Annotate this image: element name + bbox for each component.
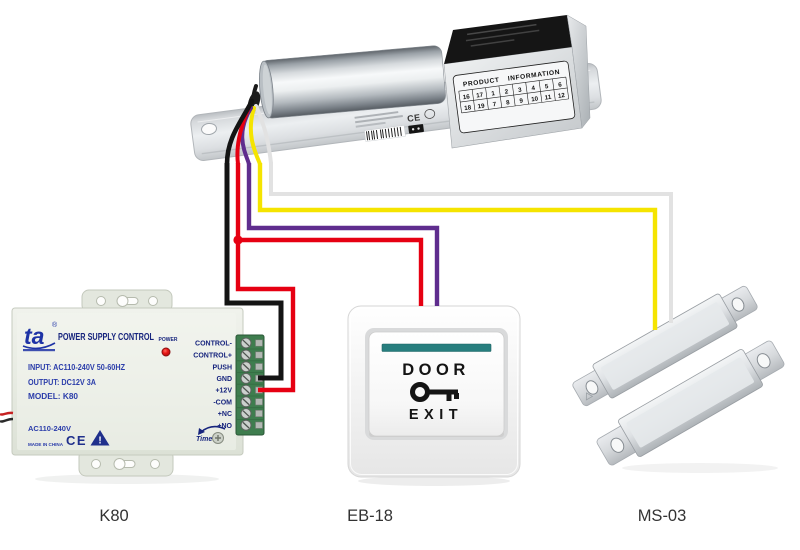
bolt-lock: PRODUCT INFORMATION 16 17 1 2 3 4 5 6 18… (190, 14, 602, 161)
cell-r2c4: 8 (506, 99, 511, 106)
terminal-labels: CONTROL- CONTROL+ PUSH GND +12V -COM +NC… (193, 341, 232, 430)
exit-button-plate-highlight (350, 308, 518, 475)
cell-r1c2: 17 (476, 92, 484, 100)
caption-k80: K80 (99, 507, 128, 525)
cell-r1c7: 5 (544, 83, 549, 90)
wire-red (235, 163, 296, 393)
terminal-label-no: +NO (217, 423, 232, 430)
power-supply-bottom-tab (78, 449, 174, 477)
registered-mark: ® (52, 321, 58, 329)
spec-model: MODEL: K80 (28, 392, 79, 401)
exit-text: EXIT (409, 407, 463, 423)
terminal-label-control-minus: CONTROL- (195, 341, 233, 348)
wire-white (269, 162, 673, 323)
cell-r2c1: 18 (464, 104, 472, 112)
lock-spec-print: CE (354, 109, 436, 142)
exit-button-teal-stripe (381, 343, 492, 352)
wire-purple (246, 163, 440, 306)
mag-contact-shadow (622, 463, 778, 473)
lock-ce-mark: CE (407, 112, 422, 124)
wire-white-curl (254, 104, 273, 165)
exit-button-shadow (358, 476, 510, 486)
power-supply: ta ® POWER SUPPLY CONTROL POWER INPUT: A… (0, 289, 265, 484)
terminal-label-com: -COM (213, 399, 232, 406)
mag-contact-bar-b (596, 340, 785, 466)
cell-r2c8: 12 (558, 92, 566, 100)
door-text: DOOR (402, 361, 470, 379)
cell-r2c7: 11 (544, 94, 552, 102)
brand-logo-text: ta (24, 323, 45, 349)
lock-top-label-printing (465, 23, 540, 47)
bar-a-hole-right (731, 297, 745, 312)
plate-hole-left (201, 122, 217, 136)
made-in-label: MADE IN CHINA (28, 442, 64, 448)
cell-r1c4: 2 (504, 88, 509, 95)
wire-yellow-curl (248, 106, 262, 166)
dip-switch (408, 124, 424, 134)
power-led (161, 347, 171, 357)
terminal-label-push: PUSH (213, 364, 232, 371)
product-info-panel: PRODUCT INFORMATION 16 17 1 2 3 4 5 6 18… (452, 60, 576, 134)
wire-yellow (257, 163, 658, 330)
bar-b-hole-right (756, 353, 771, 369)
brand-logo-swoosh (22, 342, 56, 350)
bar-a-hole-left (585, 380, 599, 395)
caption-eb18: EB-18 (347, 507, 393, 525)
wire-black (224, 163, 284, 381)
warning-mark: ! (98, 436, 101, 447)
terminal-label-control-plus: CONTROL+ (193, 353, 232, 360)
ac-cord-stub (0, 411, 14, 423)
terminal-label-gnd: GND (216, 376, 232, 383)
key-icon (410, 382, 459, 402)
power-supply-title: POWER SUPPLY CONTROL (58, 331, 154, 343)
caption-ms03: MS-03 (638, 507, 687, 525)
wire-junction-dot (233, 235, 243, 245)
wire-red-branch (238, 237, 424, 306)
mag-contact-bar-a (572, 285, 758, 407)
spec-input: INPUT: AC110-240V 50-60HZ (28, 363, 125, 372)
cell-r1c5: 3 (518, 87, 523, 94)
power-supply-face (17, 313, 236, 450)
wires (224, 84, 673, 393)
warning-triangle-icon: ! (90, 430, 110, 447)
spec-output: OUTPUT: DC12V 3A (28, 378, 96, 387)
brand-tagline (23, 349, 55, 352)
lock-body-side (566, 14, 591, 129)
mag-contact (572, 285, 785, 473)
cell-r2c3: 7 (492, 101, 497, 108)
terminal-label-12v: +12V (215, 388, 232, 395)
barcode (365, 126, 402, 141)
wire-black-curl (224, 98, 255, 167)
power-supply-shadow (35, 474, 219, 484)
time-label: Time (196, 436, 212, 443)
cell-r1c1: 16 (462, 93, 470, 101)
cell-r2c2: 19 (477, 102, 485, 110)
voltage-note: AC110-240V (28, 426, 71, 433)
cell-r2c6: 10 (531, 95, 539, 103)
cell-r1c6: 4 (531, 85, 536, 92)
certification-stamp-icon (424, 109, 436, 119)
alignment-mark-icon (585, 392, 594, 401)
time-adjustment: Time (196, 425, 226, 444)
captions: K80 EB-18 MS-03 (99, 507, 686, 525)
power-led-label: POWER (159, 337, 178, 343)
terminal-label-nc: +NC (218, 411, 232, 418)
bolt-cylinder (258, 45, 446, 119)
cell-r2c5: 9 (519, 97, 524, 104)
cell-r1c8: 6 (558, 81, 563, 88)
ce-mark: CE (66, 433, 87, 448)
exit-button: DOOR EXIT (347, 305, 521, 486)
cell-r1c3: 1 (491, 90, 496, 97)
terminal-screws[interactable] (240, 337, 252, 431)
terminal-block (235, 334, 265, 436)
lock-body-top-label (444, 15, 572, 64)
product-info-grid (458, 76, 570, 114)
bar-b-hole-left (610, 437, 625, 453)
exit-button-press-pad[interactable] (368, 331, 505, 437)
product-info-cells: 16 17 1 2 3 4 5 6 18 19 7 8 9 10 11 12 (462, 81, 565, 112)
brand-logo: ta ® (22, 321, 58, 352)
